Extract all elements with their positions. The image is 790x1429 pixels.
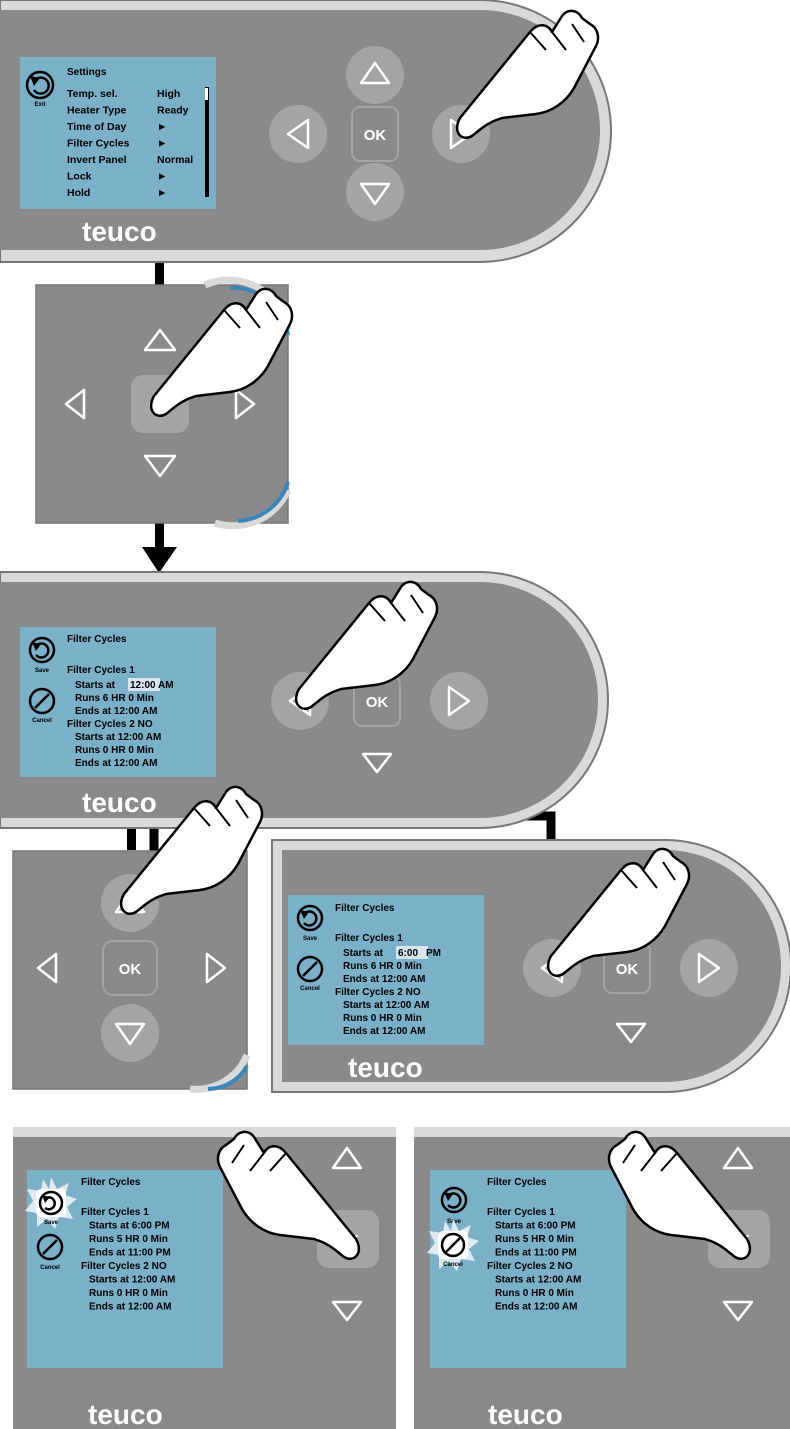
line-text: Runs 0 HR 0 Min — [75, 745, 154, 756]
setting-value: ► — [157, 171, 167, 183]
down-button[interactable] — [346, 163, 404, 221]
panel-step5: Save Cancel Filter Cycles Filter Cycles … — [272, 840, 790, 1092]
line-text: Ends at 12:00 AM — [495, 1302, 577, 1313]
lcd-title: Filter Cycles — [81, 1177, 141, 1188]
brand-logo: teuco — [82, 216, 157, 247]
down-button[interactable] — [101, 1004, 159, 1062]
filter-cycle-heading: Filter Cycles 2 NO — [487, 1261, 573, 1272]
line-text: Runs 5 HR 0 Min — [495, 1234, 574, 1245]
setting-label: Time of Day — [67, 121, 126, 133]
setting-value: ► — [157, 187, 167, 199]
cancel-label: Cancel — [40, 1265, 60, 1271]
line-text: Runs 0 HR 0 Min — [343, 1013, 422, 1024]
setting-value: Normal — [157, 154, 193, 166]
setting-value: ► — [157, 121, 167, 133]
line-text: Starts at — [343, 948, 384, 959]
ok-label: OK — [364, 127, 387, 144]
lcd-title: Filter Cycles — [487, 1177, 547, 1188]
line-text: Ends at 11:00 PM — [89, 1248, 171, 1259]
right-button[interactable] — [680, 939, 738, 997]
setting-label: Invert Panel — [67, 154, 127, 166]
filter-cycle-heading: Filter Cycles 1 — [67, 665, 135, 676]
line-text: Starts at 6:00 PM — [89, 1221, 170, 1232]
line-text: AM — [158, 680, 174, 691]
exit-label: Exit — [34, 102, 45, 108]
brand-logo: teuco — [88, 1399, 163, 1429]
filter-cycle-heading: Filter Cycles 2 NO — [81, 1261, 167, 1272]
cancel-label: Cancel — [443, 1262, 463, 1268]
save-label: Save — [35, 668, 50, 674]
connector-3-4 — [127, 826, 136, 850]
ok-label: OK — [616, 961, 639, 978]
arrow-down-1 — [142, 547, 177, 573]
line-text: Runs 5 HR 0 Min — [89, 1234, 168, 1245]
right-button[interactable] — [430, 672, 488, 730]
scroll-thumb[interactable] — [205, 88, 208, 100]
connector-1-2 — [155, 262, 164, 286]
panel-step3: Save Cancel Filter Cycles Filter Cycles … — [0, 572, 608, 828]
line-text: Ends at 12:00 AM — [89, 1302, 171, 1313]
save-label: Save — [44, 1220, 59, 1226]
cancel-label: Cancel — [32, 718, 52, 724]
lcd-title: Filter Cycles — [67, 634, 127, 645]
filter-cycle-heading: Filter Cycles 1 — [335, 933, 403, 944]
brand-logo: teuco — [488, 1399, 563, 1429]
line-text: Starts at 12:00 AM — [495, 1275, 581, 1286]
line-text: Starts at 12:00 AM — [75, 732, 161, 743]
line-text: Starts at 6:00 PM — [495, 1221, 576, 1232]
setting-label: Heater Type — [67, 105, 126, 117]
line-text: Ends at 12:00 AM — [75, 706, 157, 717]
line-text: Starts at 12:00 AM — [343, 1000, 429, 1011]
ok-label: OK — [366, 694, 389, 711]
filter-cycle-heading: Filter Cycles 2 NO — [67, 719, 153, 730]
line-text: Runs 6 HR 0 Min — [343, 961, 422, 972]
setting-label: Filter Cycles — [67, 138, 130, 150]
line-text: Ends at 12:00 AM — [343, 1026, 425, 1037]
setting-label: Lock — [67, 171, 92, 183]
connector-2-3 — [155, 523, 164, 547]
brand-logo: teuco — [348, 1052, 423, 1083]
filter-cycle-heading: Filter Cycles 1 — [81, 1207, 149, 1218]
ok-label: OK — [119, 961, 142, 978]
setting-label: Hold — [67, 187, 90, 199]
time-value: 12:00 — [130, 680, 156, 691]
brand-logo: teuco — [82, 787, 157, 818]
line-text: Ends at 12:00 AM — [343, 974, 425, 985]
lcd-title: Filter Cycles — [335, 903, 395, 914]
lcd-title: Settings — [67, 67, 107, 78]
line-text: PM — [426, 948, 441, 959]
save-label: Save — [303, 936, 318, 942]
line-text: Runs 0 HR 0 Min — [495, 1288, 574, 1299]
filter-cycle-heading: Filter Cycles 1 — [487, 1207, 555, 1218]
panel-step6b: Save Cancel Filter Cycles Filter Cycles … — [414, 1127, 790, 1429]
scrollbar[interactable] — [205, 87, 209, 197]
panel-step4-zoom-up: OK — [13, 787, 262, 1089]
up-button[interactable] — [346, 46, 404, 104]
line-text: Starts at — [75, 680, 116, 691]
setting-value: ► — [157, 138, 167, 150]
panel-step2-zoom-ok: OK — [36, 280, 292, 526]
left-button[interactable] — [269, 105, 327, 163]
line-text: Ends at 11:00 PM — [495, 1248, 577, 1259]
line-text: Runs 0 HR 0 Min — [89, 1288, 168, 1299]
filter-cycle-heading: Filter Cycles 2 NO — [335, 987, 421, 998]
lcd-screen — [20, 57, 216, 209]
cancel-label: Cancel — [300, 986, 320, 992]
setting-label: Temp. sel. — [67, 88, 118, 100]
panel-step6a: Save Cancel Filter Cycles Filter Cycles … — [13, 1127, 396, 1429]
time-value: 6:00 — [398, 948, 418, 959]
setting-value: Ready — [157, 105, 189, 117]
line-text: Starts at 12:00 AM — [89, 1275, 175, 1286]
setting-value: High — [157, 88, 180, 100]
line-text: Ends at 12:00 AM — [75, 758, 157, 769]
line-text: Runs 6 HR 0 Min — [75, 693, 154, 704]
